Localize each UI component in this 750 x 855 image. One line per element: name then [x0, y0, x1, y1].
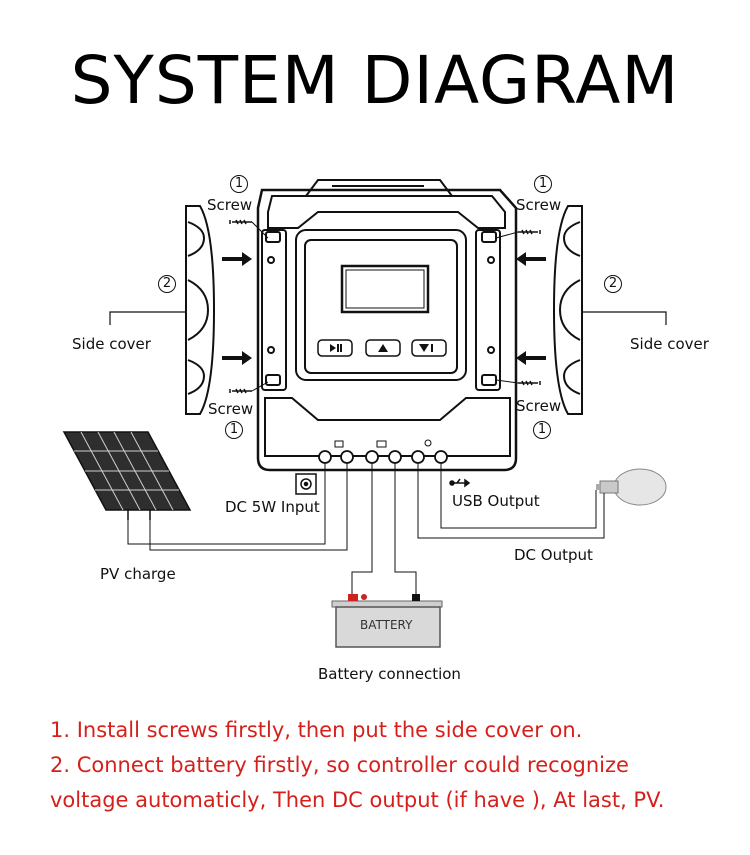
solar-panel-icon — [62, 431, 192, 520]
marker-1: 1 — [533, 421, 551, 439]
instruction-2: 2. Connect battery firstly, so controlle… — [50, 753, 629, 777]
battery-connection-label: Battery connection — [318, 665, 461, 683]
marker-1: 1 — [230, 175, 248, 193]
marker-2: 2 — [604, 275, 622, 293]
battery-terminal-icon — [376, 440, 387, 448]
side-cover-left — [185, 205, 216, 415]
dc-output-label: DC Output — [514, 546, 593, 564]
lcd-display — [340, 264, 430, 314]
screw-label: Screw — [516, 397, 562, 415]
light-bulb-icon — [596, 468, 667, 506]
wiring — [127, 463, 605, 594]
marker-2: 2 — [158, 275, 176, 293]
usb-output-label: USB Output — [452, 492, 540, 510]
down-button[interactable] — [411, 339, 447, 357]
pv-charge-label: PV charge — [100, 565, 176, 583]
charge-controller — [256, 179, 518, 472]
solar-terminal-icon — [334, 440, 344, 448]
terminal-icons — [334, 439, 432, 448]
marker-1: 1 — [534, 175, 552, 193]
screw-label: Screw — [207, 196, 253, 214]
battery-icon — [331, 594, 443, 648]
bulb-terminal-icon — [424, 439, 432, 447]
side-cover-label: Side cover — [630, 335, 709, 353]
up-button[interactable] — [365, 339, 401, 357]
page-title: SYSTEM DIAGRAM — [70, 42, 680, 119]
side-cover-right — [552, 205, 583, 415]
marker-1: 1 — [225, 421, 243, 439]
dc-5w-input-jack — [295, 473, 317, 495]
up-icon — [378, 344, 388, 352]
play-pause-button[interactable] — [317, 339, 353, 357]
play-pause-icon — [330, 344, 336, 352]
dc-5w-input-label: DC 5W Input — [225, 498, 320, 516]
screw-icon — [229, 219, 541, 394]
down-icon — [419, 344, 429, 352]
usb-icon — [449, 478, 471, 488]
battery-text: BATTERY — [360, 618, 413, 632]
screw-label: Screw — [208, 400, 254, 418]
arrow-icon — [222, 252, 546, 365]
instruction-1: 1. Install screws firstly, then put the … — [50, 718, 583, 742]
instruction-3: voltage automaticly, Then DC output (if … — [50, 788, 665, 812]
side-cover-label: Side cover — [72, 335, 151, 353]
screw-label: Screw — [516, 196, 562, 214]
